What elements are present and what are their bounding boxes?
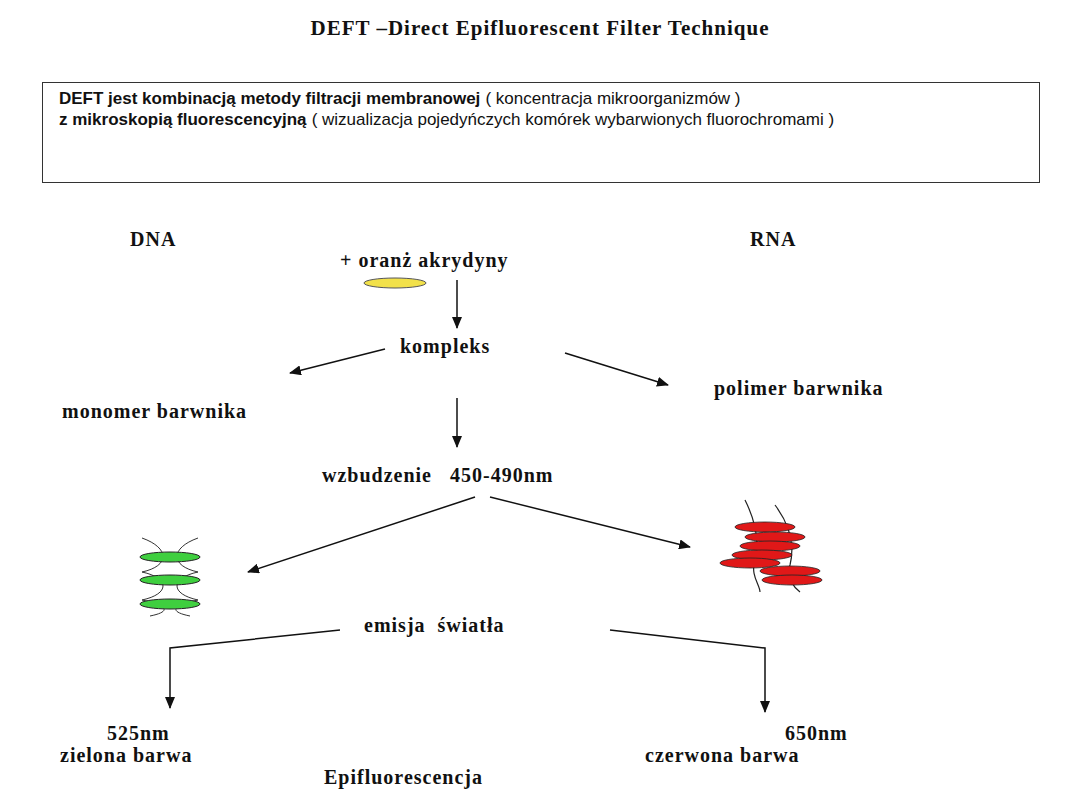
wavelength-label: 525nm — [105, 722, 172, 744]
box-text-bold: z mikroskopią fluorescencyjną — [59, 110, 307, 129]
flow-arrow — [248, 497, 475, 572]
box-text-bold: DEFT jest kombinacją metody filtracji me… — [59, 89, 480, 108]
step-label: wzbudzenie 450-490nm — [320, 464, 555, 486]
step-label: polimer barwnika — [712, 377, 886, 399]
box-text: ( koncentracja mikroorganizmów ) — [485, 89, 740, 108]
strand-label: DNA — [128, 228, 178, 250]
box-text: ( wizualizacja pojedyńczych komórek wyba… — [312, 110, 834, 129]
flow-arrow — [610, 630, 765, 712]
flow-arrow — [490, 497, 690, 547]
flow-arrow — [170, 630, 340, 708]
diagram-title: DEFT –Direct Epifluorescent Filter Techn… — [0, 16, 1080, 41]
step-label: emisja światła — [362, 614, 507, 636]
color-label: zielona barwa — [58, 744, 194, 766]
flow-arrow — [456, 398, 458, 447]
flow-arrow — [565, 353, 668, 385]
step-label: monomer barwnika — [60, 400, 249, 422]
rna-strand — [720, 500, 822, 592]
color-label: czerwona barwa — [643, 744, 802, 766]
flow-arrow — [456, 280, 458, 328]
dye-molecule — [364, 278, 426, 288]
dna-helix — [140, 538, 200, 616]
strand-label: RNA — [748, 228, 798, 250]
definition-box: DEFT jest kombinacją metody filtracji me… — [42, 82, 1040, 183]
step-label: kompleks — [398, 335, 492, 357]
flow-arrow — [290, 349, 385, 373]
reagent-label: + oranż akrydyny — [338, 249, 511, 271]
method-label: Epifluorescencja — [322, 766, 485, 788]
box-paragraph: DEFT jest kombinacją metody filtracji me… — [59, 89, 1023, 110]
box-paragraph: z mikroskopią fluorescencyjną ( wizualiza… — [59, 110, 1023, 131]
wavelength-label: 650nm — [783, 722, 850, 744]
